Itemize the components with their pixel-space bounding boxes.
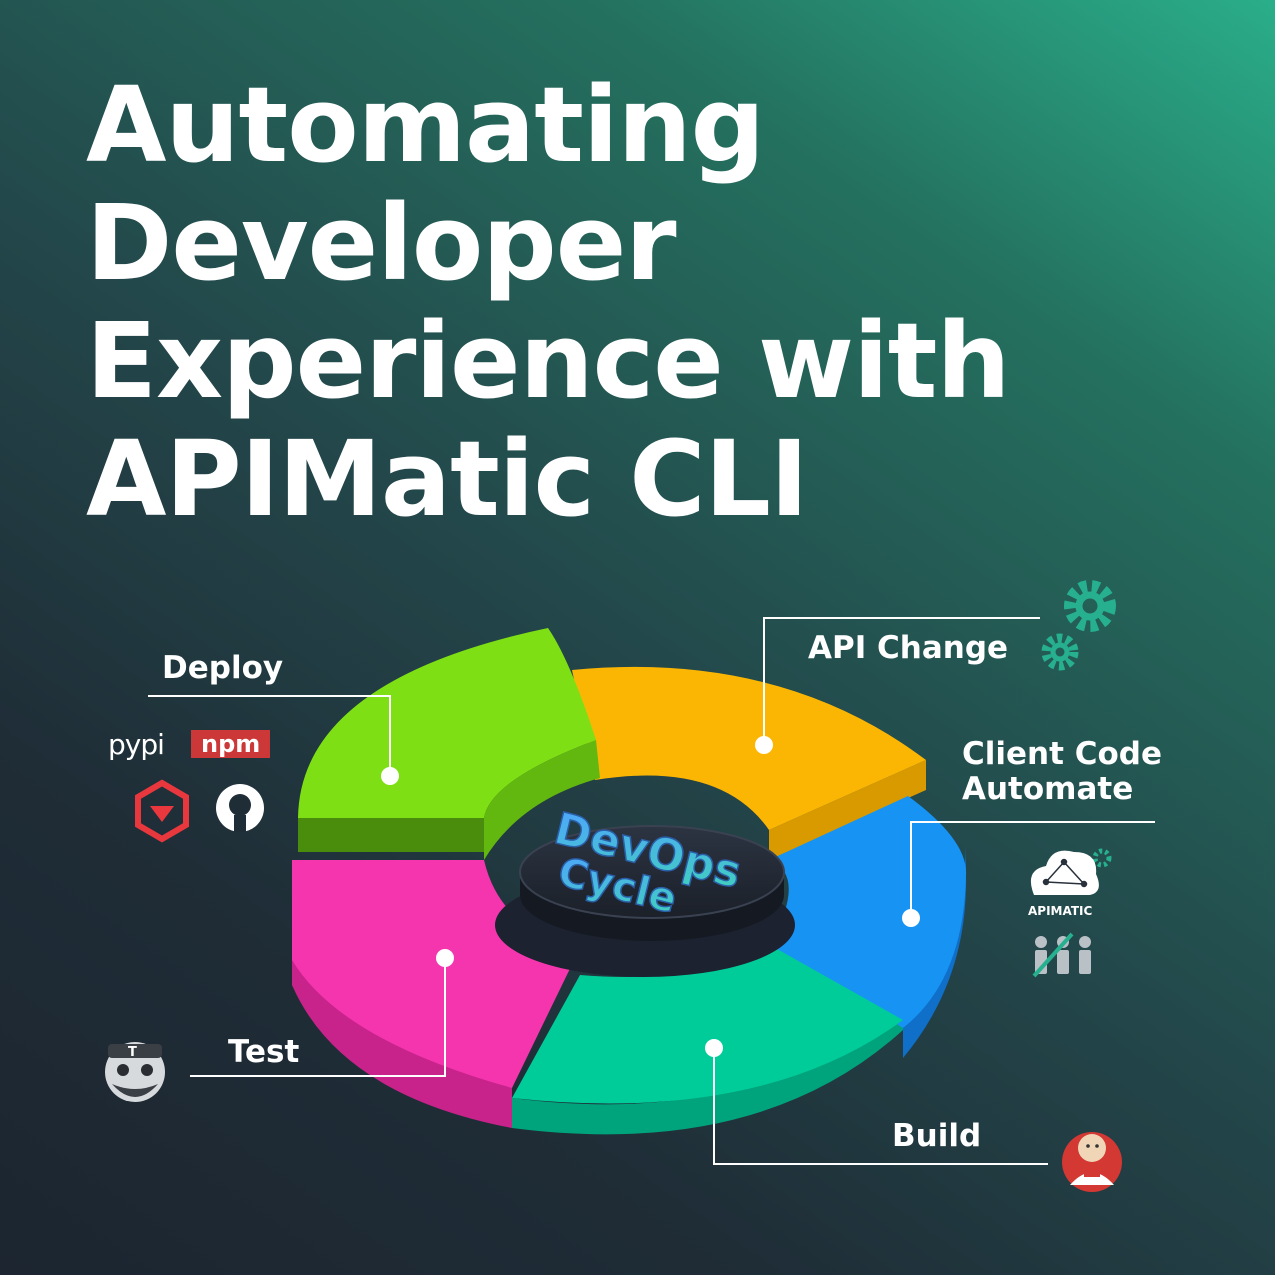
build-segment — [512, 945, 903, 1104]
title-line-1: Automating — [86, 64, 765, 186]
title-line-4: APIMatic CLI — [86, 418, 809, 540]
client-code-connector — [910, 821, 1155, 918]
npm-logo: npm — [191, 730, 271, 758]
deploy-dot — [381, 767, 399, 785]
client-code-segment — [769, 796, 967, 1028]
test-dot — [436, 949, 454, 967]
client-code-label: Client Code Automate — [962, 737, 1162, 807]
pypi-logo: pypi — [108, 728, 165, 761]
api-change-connector — [763, 617, 1040, 745]
team-icon — [1032, 932, 1091, 978]
build-label: Build — [892, 1118, 982, 1154]
test-connector — [190, 958, 446, 1077]
deploy-connector — [148, 695, 391, 776]
small-gear-icon — [1092, 848, 1112, 868]
client-code-label-line-1: Client Code — [962, 736, 1162, 772]
client-code-dot — [902, 909, 920, 927]
title-line-3: Experience with — [86, 300, 1010, 422]
center-hub: DevOps Cycle — [495, 802, 795, 977]
api-change-segment — [572, 666, 926, 830]
api-change-label: API Change — [808, 630, 1009, 666]
deploy-segment-inner-face — [484, 740, 600, 860]
connector-lines — [148, 617, 1155, 1165]
api-change-dot — [755, 736, 773, 754]
title-line-2: Developer — [86, 182, 677, 304]
hub-top-face — [519, 825, 785, 919]
deploy-segment — [298, 628, 596, 818]
build-connector — [713, 1048, 1048, 1165]
svg-text:T: T — [128, 1045, 137, 1060]
deploy-segment-side — [298, 818, 484, 852]
rubygems-icon — [135, 779, 189, 843]
connector-dots — [381, 736, 920, 1057]
test-label: Test — [228, 1034, 300, 1070]
build-dot — [705, 1039, 723, 1057]
apimatic-cloud-icon — [1030, 850, 1099, 895]
apimatic-wordmark: APIMATIC — [1028, 904, 1093, 918]
deploy-label: Deploy — [162, 650, 284, 686]
jenkins-icon — [1062, 1132, 1122, 1192]
github-icon — [216, 784, 264, 832]
page-title: Automating Developer Experience with API… — [86, 66, 1010, 538]
testing-mascot-icon: T — [105, 1042, 165, 1102]
client-code-label-line-2: Automate — [962, 771, 1134, 807]
api-change-segment-side — [769, 760, 926, 860]
gear-icon — [1041, 580, 1116, 671]
build-segment-side — [512, 1000, 903, 1135]
test-segment-side — [292, 925, 512, 1128]
